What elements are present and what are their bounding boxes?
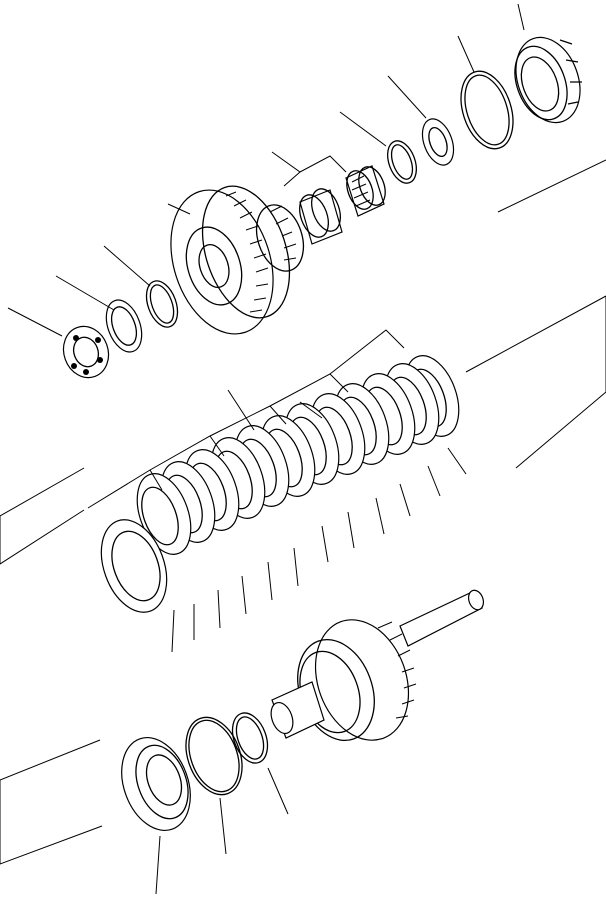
output-shaft-with-drum bbox=[270, 589, 485, 742]
o-ring bbox=[185, 716, 243, 796]
retainer-cap bbox=[514, 36, 582, 124]
upper-gear-assembly bbox=[7, 3, 606, 379]
clutch-leader-lines bbox=[87, 329, 467, 653]
bracket-lower bbox=[0, 739, 103, 865]
snap-ring-lower bbox=[231, 712, 269, 764]
bracket-clutch bbox=[0, 295, 606, 565]
clutch-discs bbox=[100, 355, 460, 613]
clutch-pack bbox=[0, 295, 606, 653]
bracket-upper-right bbox=[497, 159, 606, 213]
lock-washer bbox=[421, 118, 455, 166]
piston bbox=[121, 736, 191, 832]
spacer bbox=[105, 299, 143, 353]
lower-leader-lines bbox=[155, 767, 289, 895]
upper-leader-lines bbox=[7, 3, 525, 337]
needle-bearing bbox=[345, 165, 386, 217]
snap-ring-small bbox=[145, 280, 179, 328]
lower-shaft-assembly bbox=[0, 589, 485, 895]
thrust-washer bbox=[387, 140, 417, 184]
bearing bbox=[62, 325, 110, 379]
gear bbox=[170, 185, 305, 335]
snap-ring-large bbox=[460, 70, 514, 150]
bushing bbox=[299, 188, 343, 245]
